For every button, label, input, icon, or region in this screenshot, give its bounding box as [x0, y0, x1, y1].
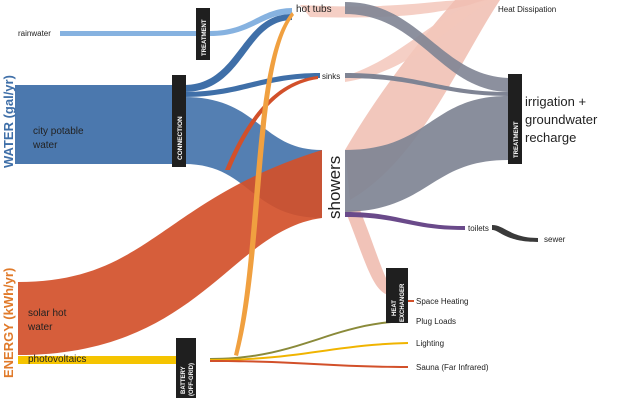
heat-exchanger-node: HEAT EXCHANGER: [386, 268, 408, 323]
pv-flow: [18, 356, 178, 364]
heat-exchanger-label-2: EXCHANGER: [400, 283, 406, 322]
space-heating-label: Space Heating: [416, 297, 468, 306]
connection-label: CONNECTION: [177, 116, 184, 160]
solar-label-2: water: [27, 322, 53, 333]
connection-node: CONNECTION: [172, 75, 186, 167]
showers-node: [322, 150, 344, 218]
heat-flow-to-exchanger: [345, 210, 398, 295]
grey-flow-showers: [345, 96, 508, 212]
toilets-label: toilets: [468, 224, 489, 233]
sauna-label: Sauna (Far Infrared): [416, 363, 489, 372]
sewer-flow: [492, 225, 538, 242]
sauna-flow: [210, 360, 408, 368]
rainwater-to-hottubs: [210, 8, 292, 36]
solar-label-1: solar hot: [28, 308, 67, 319]
battery-label-1: BATTERY: [181, 366, 187, 394]
lighting-label: Lighting: [416, 339, 444, 348]
photovoltaics-label: photovoltaics: [28, 354, 86, 365]
battery-label-2: (OFF-GRID): [189, 363, 195, 396]
solar-flow: [18, 150, 322, 355]
city-water-band: [15, 85, 172, 164]
city-water-label-2: water: [32, 140, 58, 151]
treatment-right-label: TREATMENT: [514, 121, 520, 158]
heat-dissipation-label: Heat Dissipation: [498, 5, 556, 14]
sewer-label: sewer: [544, 235, 566, 244]
space-heating-flow: [408, 300, 414, 302]
grey-flow-sinks: [345, 73, 508, 96]
treatment-right-node: TREATMENT: [508, 74, 522, 164]
city-to-hottubs: [184, 14, 292, 92]
rainwater-flow: [60, 31, 198, 36]
rainwater-label: rainwater: [18, 29, 51, 38]
plug-loads-label: Plug Loads: [416, 317, 456, 326]
grey-flow-hottubs: [345, 2, 508, 92]
showers-label: showers: [325, 156, 344, 219]
sinks-label: sinks: [322, 72, 340, 81]
battery-node: BATTERY (OFF-GRID): [176, 338, 196, 398]
water-axis-label: WATER (gal/yr): [1, 75, 16, 168]
city-to-sinks: [184, 73, 320, 97]
treatment-left-node: TREATMENT: [196, 8, 210, 60]
energy-axis-label: ENERGY (kWh/yr): [1, 268, 16, 378]
heat-exchanger-label-1: HEAT: [392, 300, 398, 316]
hot-tubs-label: hot tubs: [296, 4, 332, 15]
irrigation-label-2: groundwater: [525, 112, 598, 127]
treatment-left-label: TREATMENT: [202, 19, 208, 56]
irrigation-label-3: recharge: [525, 130, 576, 145]
city-water-label-1: city potable: [33, 126, 84, 137]
pv-to-hottubs: [234, 12, 294, 356]
lighting-flow: [210, 342, 408, 361]
toilet-flow: [345, 212, 465, 230]
irrigation-label-1: irrigation +: [525, 94, 586, 109]
